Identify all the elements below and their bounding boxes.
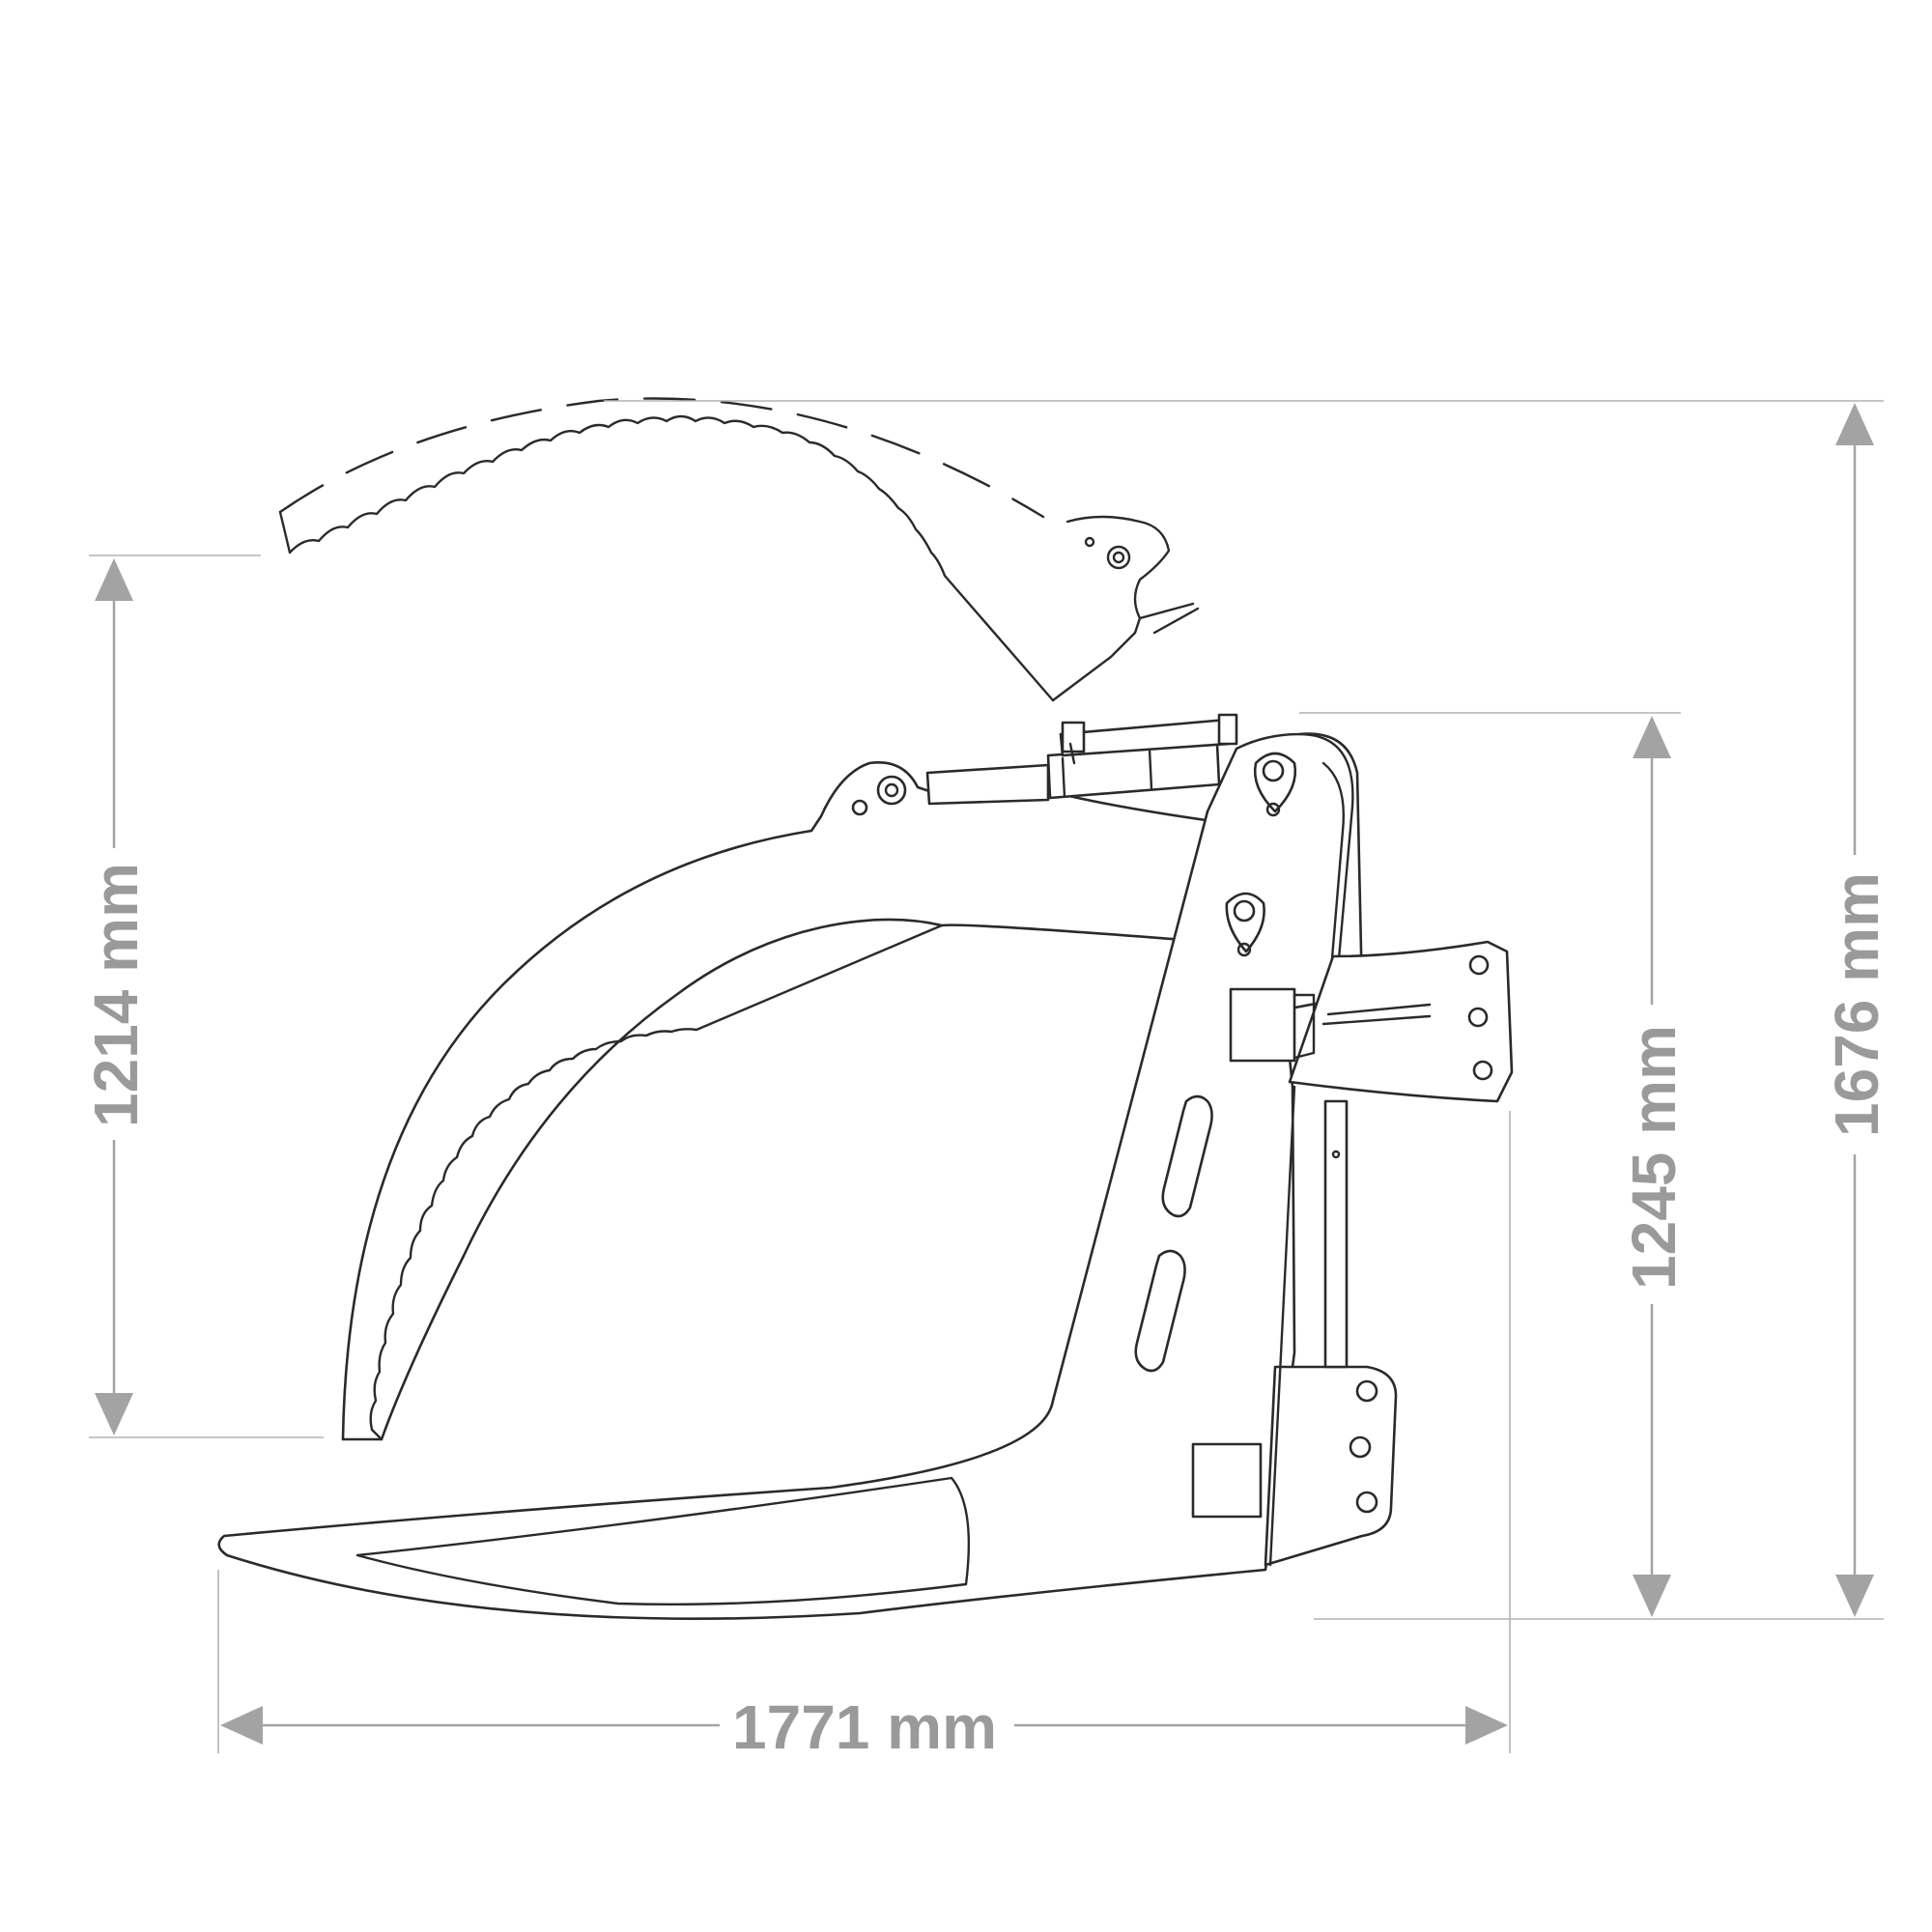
arrow-down-icon <box>1633 1575 1671 1617</box>
frame-pivots <box>1225 752 1297 957</box>
grab-claw-teeth <box>369 923 944 1441</box>
frame-edge <box>1268 1085 1296 1567</box>
claw-pivot-lug <box>851 775 907 816</box>
dimension-label-frame-height: 1245 mm <box>1619 1025 1689 1290</box>
tine-blade-inner <box>355 1476 971 1606</box>
arrow-up-icon <box>1835 403 1874 445</box>
mount-blocks <box>1191 987 1316 1519</box>
dimension-grab-reach: 1214 mm <box>81 554 324 1438</box>
claw-arm-back <box>1297 732 1354 1026</box>
claw-arm-back-inner <box>1321 761 1345 1007</box>
open-claw-ghost <box>278 414 1200 702</box>
dimension-open-height: 1676 mm <box>604 400 1891 1620</box>
arrow-right-icon <box>1465 1706 1508 1745</box>
dimension-total-length: 1771 mm <box>217 1111 1511 1762</box>
arrow-down-icon <box>95 1393 133 1435</box>
arrow-up-icon <box>95 558 133 601</box>
dimension-frame-height: 1245 mm <box>1299 712 1689 1620</box>
grab-tine-machine <box>217 397 1514 1620</box>
lower-mount-plate <box>1264 1099 1398 1567</box>
arrow-left-icon <box>220 1706 263 1745</box>
dimension-label-grab-reach: 1214 mm <box>81 863 151 1127</box>
open-claw-ghost-outline <box>278 397 1045 519</box>
hydraulic-cylinder <box>925 713 1238 806</box>
arrow-up-icon <box>1633 716 1671 758</box>
frame-slot-upper <box>1161 1094 1213 1218</box>
dimension-label-open-height: 1676 mm <box>1822 872 1891 1137</box>
tine-frame <box>217 732 1364 1620</box>
dimension-label-total-length: 1771 mm <box>732 1692 997 1762</box>
upper-mount-plate <box>1288 940 1514 1103</box>
frame-slot-lower <box>1134 1249 1186 1373</box>
arrow-down-icon <box>1835 1575 1874 1617</box>
